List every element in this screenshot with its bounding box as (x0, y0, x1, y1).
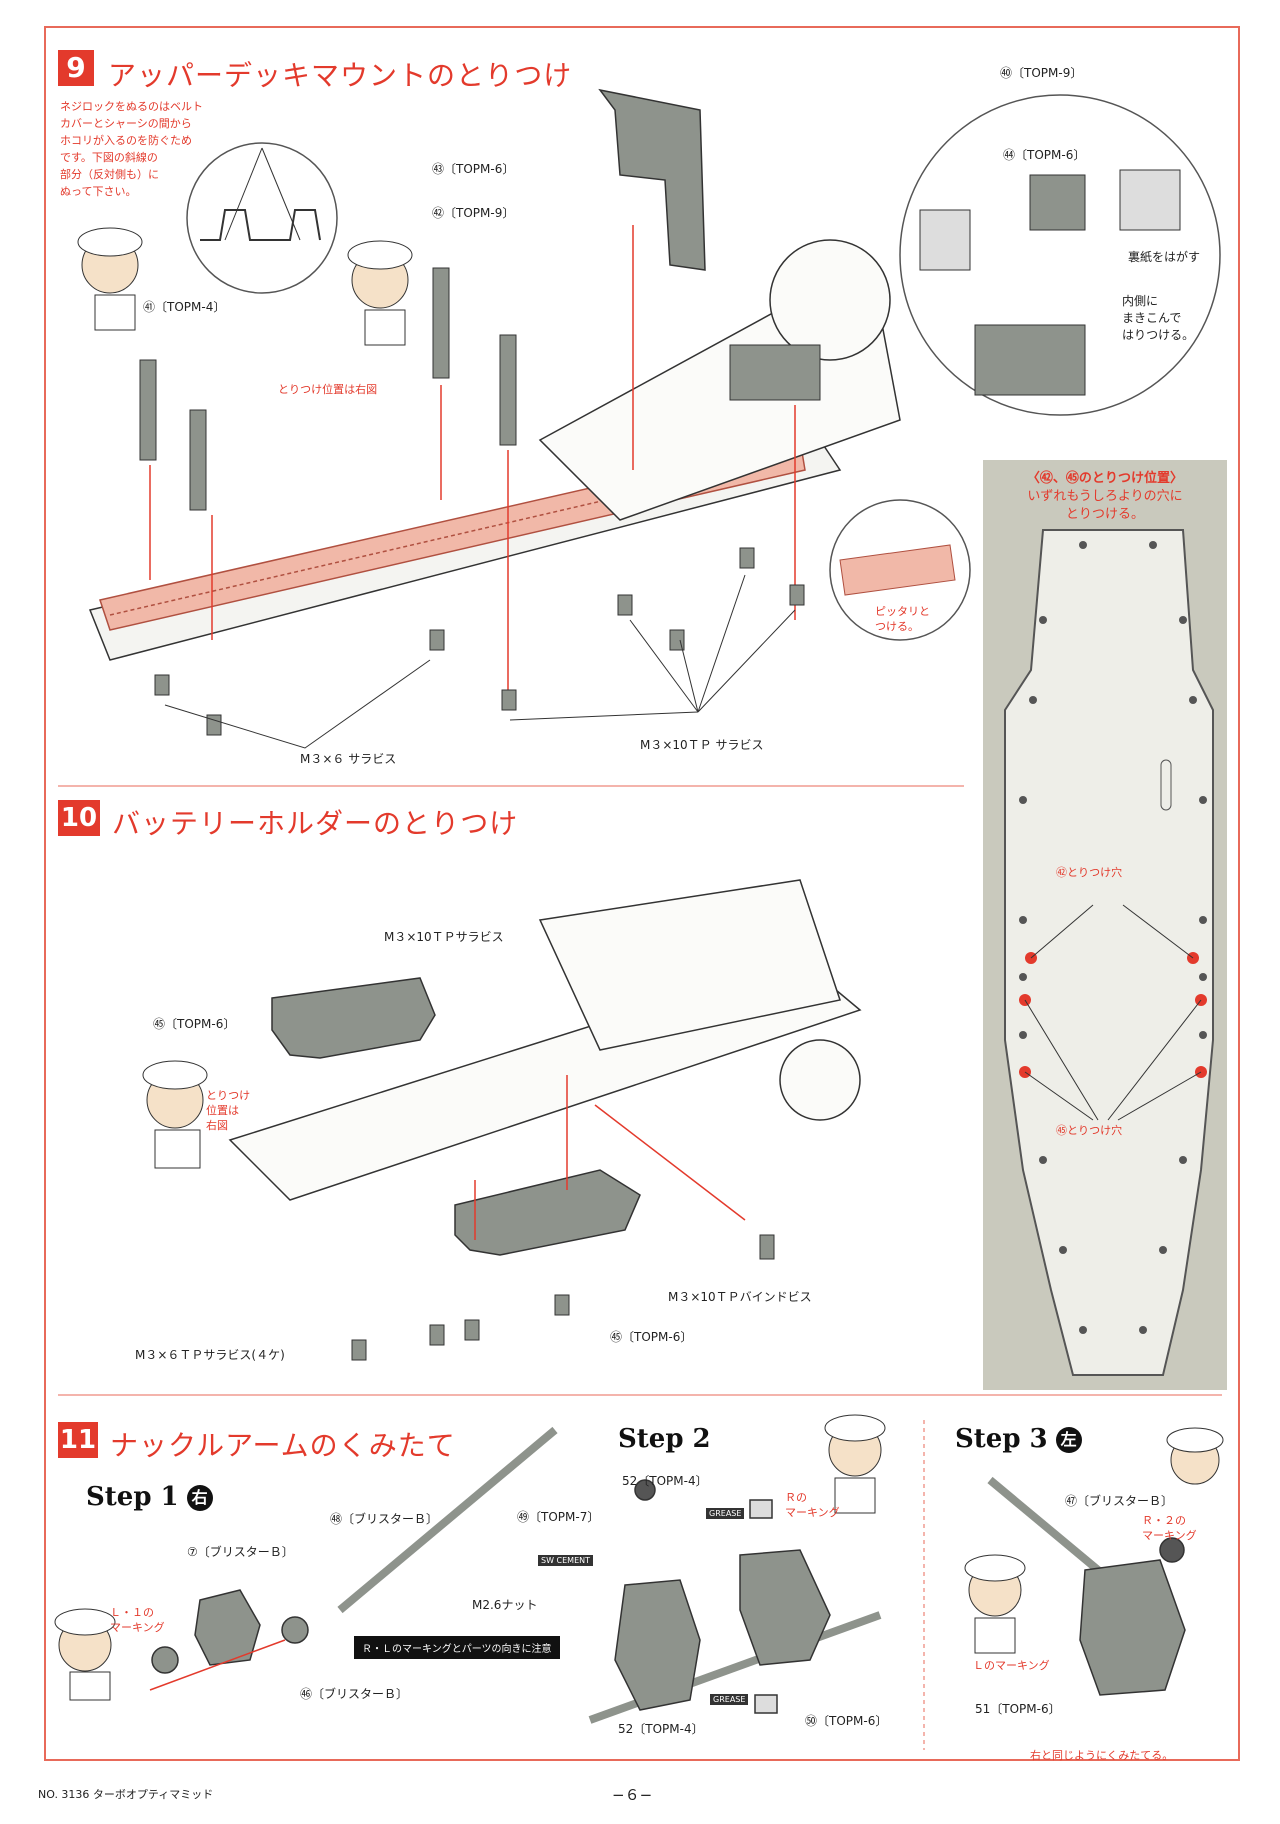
mounting-position-panel: 〈㊷、㊺のとりつけ位置〉 いずれもうしろよりの穴に とりつける。 (983, 460, 1227, 1390)
chassis-plate-diagram (1004, 529, 1214, 1376)
part-47-label: ㊼〔ブリスターＢ〕 (1065, 1494, 1174, 1508)
part-45-top-label: ㊺〔TOPM-6〕 (153, 1017, 236, 1031)
part-41-label: ㊶〔TOPM-4〕 (143, 300, 226, 314)
panel-title: 〈㊷、㊺のとりつけ位置〉 いずれもうしろよりの穴に とりつける。 (1026, 471, 1184, 522)
screw-m3x10-tp-label: M３×10ＴＰサラビス (384, 930, 504, 944)
part-52-bottom-label: 52〔TOPM-4〕 (618, 1722, 704, 1736)
knuckle-step2 (588, 1479, 882, 1724)
part-45-bottom-label: ㊺〔TOPM-6〕 (610, 1330, 693, 1344)
part-46-label: ㊻〔ブリスターＢ〕 (300, 1687, 409, 1701)
upper-deck-mount-part (598, 88, 706, 271)
install-arrows-9 (149, 225, 796, 690)
l1-marking-note: Ｌ・１の マーキング (110, 1606, 165, 1634)
screws-10 (351, 1234, 775, 1361)
marking-orientation-warning: Ｒ・Ｌのマーキングとパーツの向きに注意 (354, 1636, 560, 1659)
page-frame (44, 26, 1240, 1761)
battery-holder-bottom (454, 1169, 641, 1256)
posts-41 (139, 359, 207, 511)
threadlock-note: ネジロックをぬるのはベルト カバーとシャーシの間から ホコリが入るのを防ぐため … (60, 100, 203, 198)
screw-bind-label: M３×10ＴＰバインドビス (668, 1290, 812, 1304)
hole-42-label: ㊷とりつけ穴 (1056, 866, 1123, 879)
mount-position-note-10: とりつけ 位置は 右図 (206, 1089, 251, 1132)
chassis-illustration-10 (228, 879, 862, 1201)
kyosho-mascot (824, 1414, 886, 1514)
l-marking-note: Ｌのマーキング (973, 1659, 1050, 1672)
posts-42 (432, 267, 517, 446)
part-51-label: 51〔TOPM-6〕 (975, 1702, 1061, 1716)
kyosho-mascot (54, 1608, 116, 1701)
install-arrows-10 (474, 1075, 746, 1240)
screw-m3x6-tp-label: M３×６ＴＰサラビス(４ケ) (135, 1348, 285, 1362)
part-48-label: ㊽〔ブリスターＢ〕 (330, 1512, 439, 1526)
screw-m3x10-label: M３×10ＴＰ サラビス (640, 738, 764, 752)
m26-nut-label: M2.6ナット (472, 1598, 538, 1612)
part-43-label: ㊸〔TOPM-6〕 (432, 162, 515, 176)
section-9-title: アッパーデッキマウントのとりつけ (108, 59, 573, 92)
footer-model: NO. 3136 ターボオプティマミッド (38, 1788, 214, 1801)
part-52-top-label: 52〔TOPM-4〕 (622, 1474, 708, 1488)
kyosho-mascot (142, 1060, 208, 1169)
part-44-label: ㊹〔TOPM-6〕 (1003, 148, 1086, 162)
leader-lines-9 (164, 574, 796, 749)
zoom-detail-snug (829, 499, 971, 641)
knuckle-step3 (987, 1476, 1186, 1696)
grease-tag-bottom: GREASE (710, 1694, 749, 1705)
section-10-title: バッテリーホルダーのとりつけ (112, 807, 519, 840)
mount-44-part (729, 344, 821, 401)
r-marking-note: Ｒの マーキング (785, 1491, 840, 1519)
mount-position-note: とりつけ位置は右図 (278, 383, 378, 396)
screws-9 (154, 547, 805, 736)
left-side-badge: 左 (1055, 1427, 1082, 1453)
kyosho-mascot (77, 227, 143, 331)
kyosho-mascot (964, 1554, 1026, 1654)
r2-marking-note: Ｒ・２の マーキング (1142, 1514, 1197, 1542)
page-number: −６− (612, 1786, 653, 1804)
screw-m3x6-label: M３×６ サラビス (300, 752, 397, 766)
part-49-label: ㊾〔TOPM-7〕 (517, 1510, 600, 1524)
snug-fit-note: ピッタリと つける。 (875, 605, 930, 633)
wrap-inside-note: 内側に まきこんで はりつける。 (1122, 294, 1195, 342)
hole-45-label: ㊺とりつけ穴 (1056, 1124, 1123, 1137)
cement-tag: SW CEMENT (538, 1555, 593, 1566)
step-2-heading: Step 2 (618, 1424, 711, 1454)
zoom-detail-threadlock (186, 142, 338, 294)
section-9-number: 9 (58, 50, 94, 86)
zoom-detail-foam (899, 94, 1221, 416)
part-7-label: ⑦〔ブリスターＢ〕 (187, 1545, 294, 1559)
right-side-badge: 右 (186, 1485, 213, 1511)
part-42-label: ㊷〔TOPM-9〕 (432, 206, 515, 220)
section-11-number: 11 (58, 1422, 98, 1458)
kyosho-mascot (347, 240, 413, 346)
peel-backing-label: 裏紙をはがす (1128, 250, 1201, 264)
section-10-number: 10 (58, 800, 100, 836)
section-11-title: ナックルアームのくみたて (110, 1429, 456, 1462)
grease-tag-top: GREASE (706, 1508, 745, 1519)
part-40-label: ㊵〔TOPM-9〕 (1000, 66, 1083, 80)
assemble-same-note: 右と同じようにくみたてる。 (1030, 1749, 1174, 1762)
kyosho-mascot (1166, 1427, 1224, 1485)
battery-holder-top (271, 977, 436, 1059)
knuckle-step1 (149, 1426, 558, 1691)
part-50-label: ㊿〔TOPM-6〕 (805, 1714, 888, 1728)
chassis-plate-illustration (88, 239, 901, 661)
